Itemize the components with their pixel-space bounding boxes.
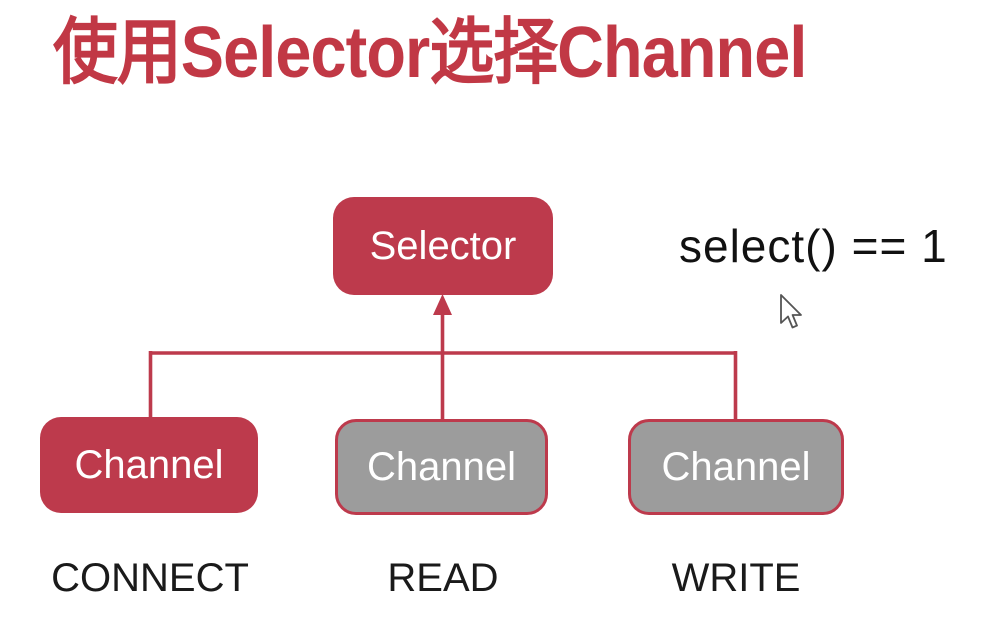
select-count-annotation: select() == 1 [679, 220, 948, 272]
channel-node-label: Channel [366, 444, 516, 489]
slide-title: 使用Selector选择Channel [53, 13, 807, 93]
selector-node: Selector [333, 197, 553, 295]
channel-node-write: Channel [628, 419, 844, 515]
channel-node-read: Channel [335, 419, 548, 515]
operation-label-write: WRITE [671, 556, 801, 600]
operation-label-read: READ [387, 556, 499, 600]
channel-node-label: Channel [74, 442, 224, 487]
selector-node-label: Selector [369, 223, 517, 268]
channel-node-connect: Channel [40, 417, 258, 513]
mouse-pointer-icon [780, 294, 802, 329]
arrowhead-up [433, 294, 452, 315]
operation-label-connect: CONNECT [51, 556, 249, 600]
channel-node-label: Channel [661, 444, 811, 489]
